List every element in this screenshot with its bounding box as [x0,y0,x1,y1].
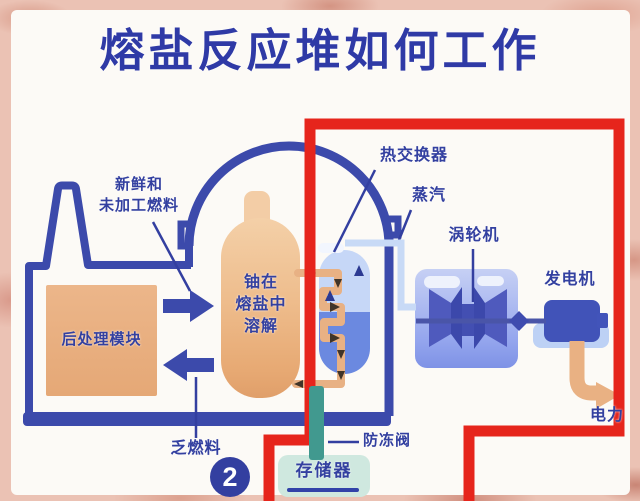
coil-flow-arrow-right [330,333,340,343]
power-pipe [569,341,597,401]
generator-label: 发电机 [544,271,596,288]
turbine-blade-inner-right [474,287,485,349]
step-number: 2 [222,461,238,492]
heat-exchanger-pointer-line [332,169,377,253]
heat-exchanger-label: 热交换器 [379,147,448,164]
page-title: 熔盐反应堆如何工作 [99,25,541,76]
factory-building-outline [25,181,191,418]
storage-label: 存储器 [295,461,353,480]
freeze-valve-label: 防冻阀 [362,432,411,449]
freeze-plug-pipe [309,386,324,460]
reactor-label-line1: 铀在 [243,274,278,291]
coil-flow-arrow-down [337,371,345,380]
containment-dome [184,141,394,247]
coil-flow-arrow-right [330,302,340,312]
fresh-fuel-label: 新鲜和 未加工燃料 [86,174,192,216]
dome-left-port [177,220,189,250]
reactor-label-line3: 溶解 [243,318,278,335]
reprocessing-module-box: 后处理模块 [46,285,157,396]
fresh-fuel-pointer-line [151,221,192,292]
coil-flow-arrow-down [337,350,345,359]
steam-pointer-line [397,209,413,241]
generator-body [544,300,600,342]
electricity-label: 电力 [589,407,624,424]
coolant-up-arrow [325,290,335,301]
reactor-vessel [221,218,300,398]
steam-label: 蒸汽 [411,187,446,204]
reprocessing-module-label: 后处理模块 [61,331,142,349]
molten-salt-coil-pipe [292,269,345,388]
coolant-up-arrow [354,265,364,276]
primary-loop-bottom-pipe [23,412,391,426]
spent-fuel-label: 乏燃料 [170,440,222,457]
turbine-blade-left [429,289,451,347]
coil-flow-arrow-down [334,279,342,288]
storage-label-underline [287,488,359,492]
shaft-coupling-diamond [509,311,529,331]
reactor-label: 铀在 熔盐中 溶解 [221,272,301,338]
steam-cloud-icon [318,243,344,253]
cloud-icon [477,276,504,286]
fresh-fuel-arrow [163,290,214,322]
turbine-blade-right [485,289,507,347]
red-boundary-line [263,118,625,501]
coil-flow-arrow-left [294,380,303,388]
spent-fuel-arrow [163,349,214,381]
dome-right-port [389,215,402,239]
turbine-blade-inner-left [451,287,462,349]
cloud-icon [424,276,460,288]
fresh-fuel-label-line1: 新鲜和 [114,176,163,193]
turbine-label: 涡轮机 [448,227,500,244]
reactor-label-line2: 熔盐中 [235,296,287,313]
power-pipe-arrowhead [596,382,620,409]
step-number-badge: 2 [210,457,250,497]
fresh-fuel-label-line2: 未加工燃料 [98,197,179,214]
generator-shaft-stub [597,313,608,328]
steam-pipe [345,239,416,311]
